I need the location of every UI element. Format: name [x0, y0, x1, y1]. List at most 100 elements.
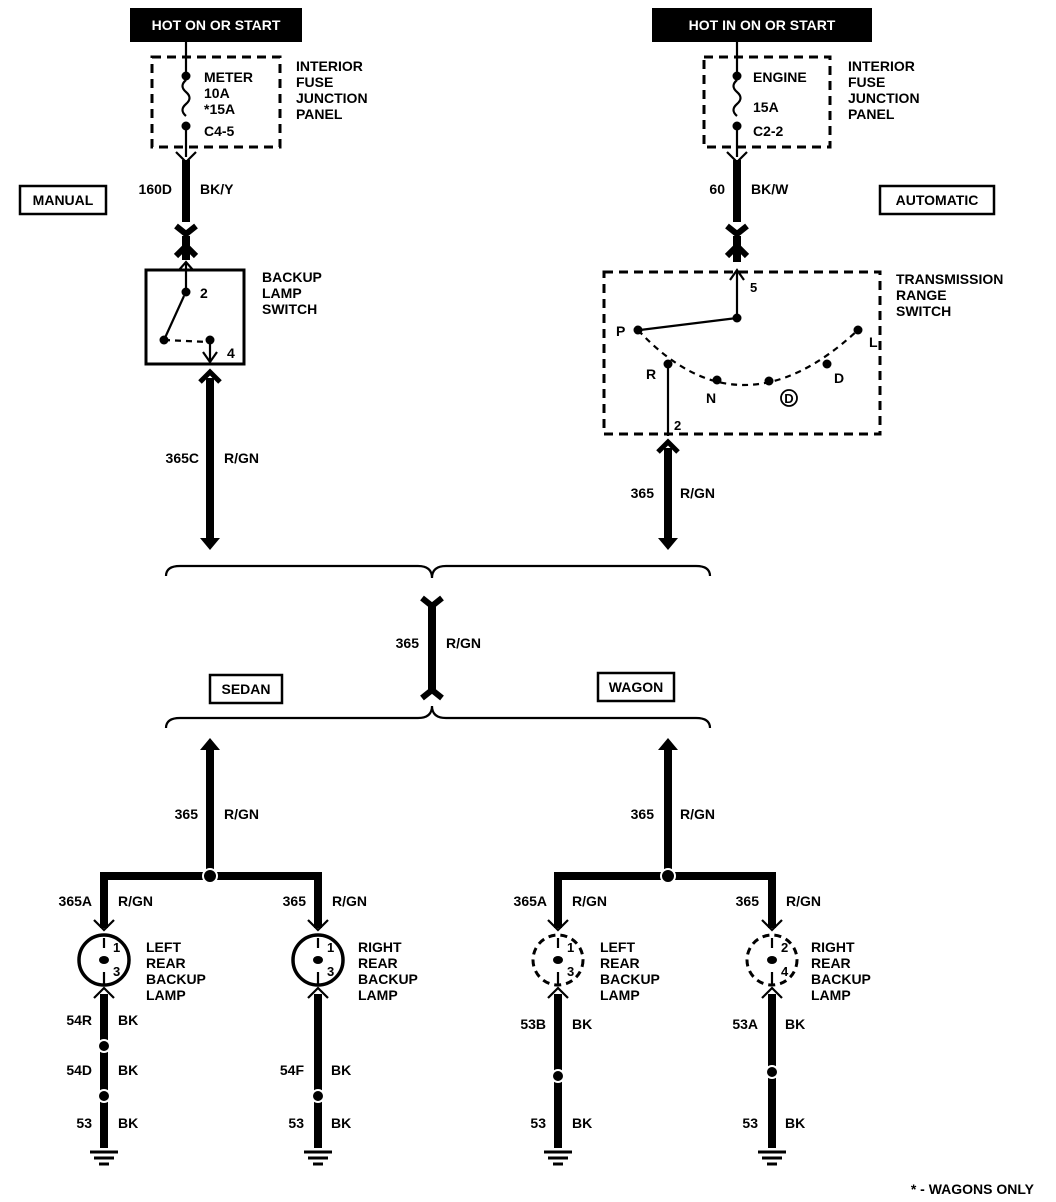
- wire-60-circuit: 60: [709, 181, 725, 197]
- svg-text:FUSE: FUSE: [296, 74, 333, 90]
- wagon-left-lamp: 1 3: [531, 933, 585, 987]
- trs-pin-2: 2: [674, 418, 681, 433]
- svg-text:53A: 53A: [732, 1016, 758, 1032]
- svg-text:BK: BK: [785, 1115, 805, 1131]
- sedan-right-in-color: R/GN: [332, 893, 367, 909]
- svg-text:LAMP: LAMP: [146, 987, 186, 1003]
- svg-text:WAGON: WAGON: [609, 679, 663, 695]
- svg-text:LEFT: LEFT: [146, 939, 181, 955]
- fuse-right-rating: 15A: [753, 99, 779, 115]
- automatic-label: AUTOMATIC: [878, 184, 996, 216]
- fuse-left-rating: 10A: [204, 85, 230, 101]
- sedan-label: SEDAN: [208, 673, 284, 705]
- svg-text:MANUAL: MANUAL: [33, 192, 94, 208]
- svg-text:SWITCH: SWITCH: [262, 301, 317, 317]
- svg-text:1: 1: [327, 940, 334, 955]
- wire-160d-circuit: 160D: [139, 181, 172, 197]
- svg-text:RANGE: RANGE: [896, 287, 947, 303]
- svg-text:53: 53: [288, 1115, 304, 1131]
- fuse-left-connector: C4-5: [204, 123, 235, 139]
- hot-left-banner: HOT ON OR START: [130, 8, 302, 42]
- wagon-right-in-circuit: 365: [736, 893, 760, 909]
- svg-text:BACKUP: BACKUP: [600, 971, 660, 987]
- wire-365-main-circuit: 365: [396, 635, 420, 651]
- svg-text:INTERIOR: INTERIOR: [296, 58, 363, 74]
- sedan-feed-circuit: 365: [175, 806, 199, 822]
- svg-text:REAR: REAR: [358, 955, 398, 971]
- backup-switch-pin-4: 4: [227, 345, 235, 361]
- sedan-right-lamp-label: RIGHT REAR BACKUP LAMP: [358, 939, 418, 1003]
- backup-switch-label: BACKUP LAMP SWITCH: [262, 269, 322, 317]
- wagon-right-in-color: R/GN: [786, 893, 821, 909]
- svg-text:BK: BK: [118, 1012, 138, 1028]
- svg-text:BK: BK: [331, 1062, 351, 1078]
- svg-text:53: 53: [76, 1115, 92, 1131]
- backup-lamp-switch: 2 4: [144, 260, 246, 366]
- manual-label: MANUAL: [18, 184, 108, 216]
- ground-icon: [758, 1150, 786, 1166]
- svg-text:4: 4: [781, 964, 789, 979]
- svg-text:REAR: REAR: [146, 955, 186, 971]
- svg-text:3: 3: [113, 964, 120, 979]
- svg-text:3: 3: [567, 964, 574, 979]
- ground-icon: [304, 1150, 332, 1166]
- wire-365-main-color: R/GN: [446, 635, 481, 651]
- svg-text:SWITCH: SWITCH: [896, 303, 951, 319]
- wire-365c: 365C R/GN: [166, 368, 259, 550]
- fuse-right-connector: C2-2: [753, 123, 784, 139]
- svg-text:53B: 53B: [520, 1016, 546, 1032]
- sedan-feed-color: R/GN: [224, 806, 259, 822]
- wagon-left-lamp-label: LEFT REAR BACKUP LAMP: [600, 939, 660, 1003]
- svg-text:BACKUP: BACKUP: [262, 269, 322, 285]
- ground-icon: [90, 1150, 118, 1166]
- wagon-label: WAGON: [596, 671, 676, 703]
- svg-text:BK: BK: [785, 1016, 805, 1032]
- wire-60: 60 BK/W: [709, 151, 789, 262]
- backup-switch-pin-2: 2: [200, 285, 208, 301]
- trs-pos-l: L: [869, 334, 878, 350]
- sedan-right-lamp: 1 3: [291, 933, 345, 987]
- sedan-right-in-circuit: 365: [283, 893, 307, 909]
- fuse-left: METER 10A *15A C4-5: [150, 42, 282, 157]
- svg-text:LAMP: LAMP: [811, 987, 851, 1003]
- svg-text:53: 53: [742, 1115, 758, 1131]
- wire-365c-color: R/GN: [224, 450, 259, 466]
- svg-text:TRANSMISSION: TRANSMISSION: [896, 271, 1003, 287]
- hot-right-text: HOT IN ON OR START: [689, 17, 836, 33]
- sedan-right-ground-run: 54F BK 53 BK: [280, 986, 351, 1166]
- wire-160d-color: BK/Y: [200, 181, 234, 197]
- wire-160d: 160D BK/Y: [139, 151, 234, 260]
- trs-pin-5: 5: [750, 280, 757, 295]
- sedan-left-in-color: R/GN: [118, 893, 153, 909]
- ground-icon: [544, 1150, 572, 1166]
- svg-text:1: 1: [567, 940, 574, 955]
- sedan-left-in-circuit: 365A: [59, 893, 92, 909]
- fuse-right: ENGINE 15A C2-2: [702, 42, 832, 157]
- svg-text:54F: 54F: [280, 1062, 305, 1078]
- wire-365c-circuit: 365C: [166, 450, 199, 466]
- svg-text:54D: 54D: [66, 1062, 92, 1078]
- svg-text:3: 3: [327, 964, 334, 979]
- fuse-panel-label-left: INTERIOR FUSE JUNCTION PANEL: [296, 58, 368, 122]
- svg-text:REAR: REAR: [811, 955, 851, 971]
- svg-text:RIGHT: RIGHT: [811, 939, 855, 955]
- svg-text:BACKUP: BACKUP: [811, 971, 871, 987]
- svg-text:BK: BK: [118, 1115, 138, 1131]
- svg-text:BACKUP: BACKUP: [358, 971, 418, 987]
- wire-365-auto: 365 R/GN: [631, 438, 715, 550]
- sedan-left-lamp: 1 3: [77, 933, 131, 987]
- fuse-right-name: ENGINE: [753, 69, 807, 85]
- wagon-left-in-color: R/GN: [572, 893, 607, 909]
- sedan-left-lamp-label: LEFT REAR BACKUP LAMP: [146, 939, 206, 1003]
- svg-text:BK: BK: [572, 1115, 592, 1131]
- wire-60-color: BK/W: [751, 181, 789, 197]
- fuse-panel-label-right: INTERIOR FUSE JUNCTION PANEL: [848, 58, 920, 122]
- svg-text:LAMP: LAMP: [262, 285, 302, 301]
- hot-left-text: HOT ON OR START: [152, 17, 281, 33]
- wagon-feed-circuit: 365: [631, 806, 655, 822]
- svg-text:SEDAN: SEDAN: [221, 681, 270, 697]
- wire-365-auto-color: R/GN: [680, 485, 715, 501]
- sedan-left-ground-run: 54R BK 54D BK 53 BK: [66, 986, 138, 1166]
- svg-text:PANEL: PANEL: [848, 106, 895, 122]
